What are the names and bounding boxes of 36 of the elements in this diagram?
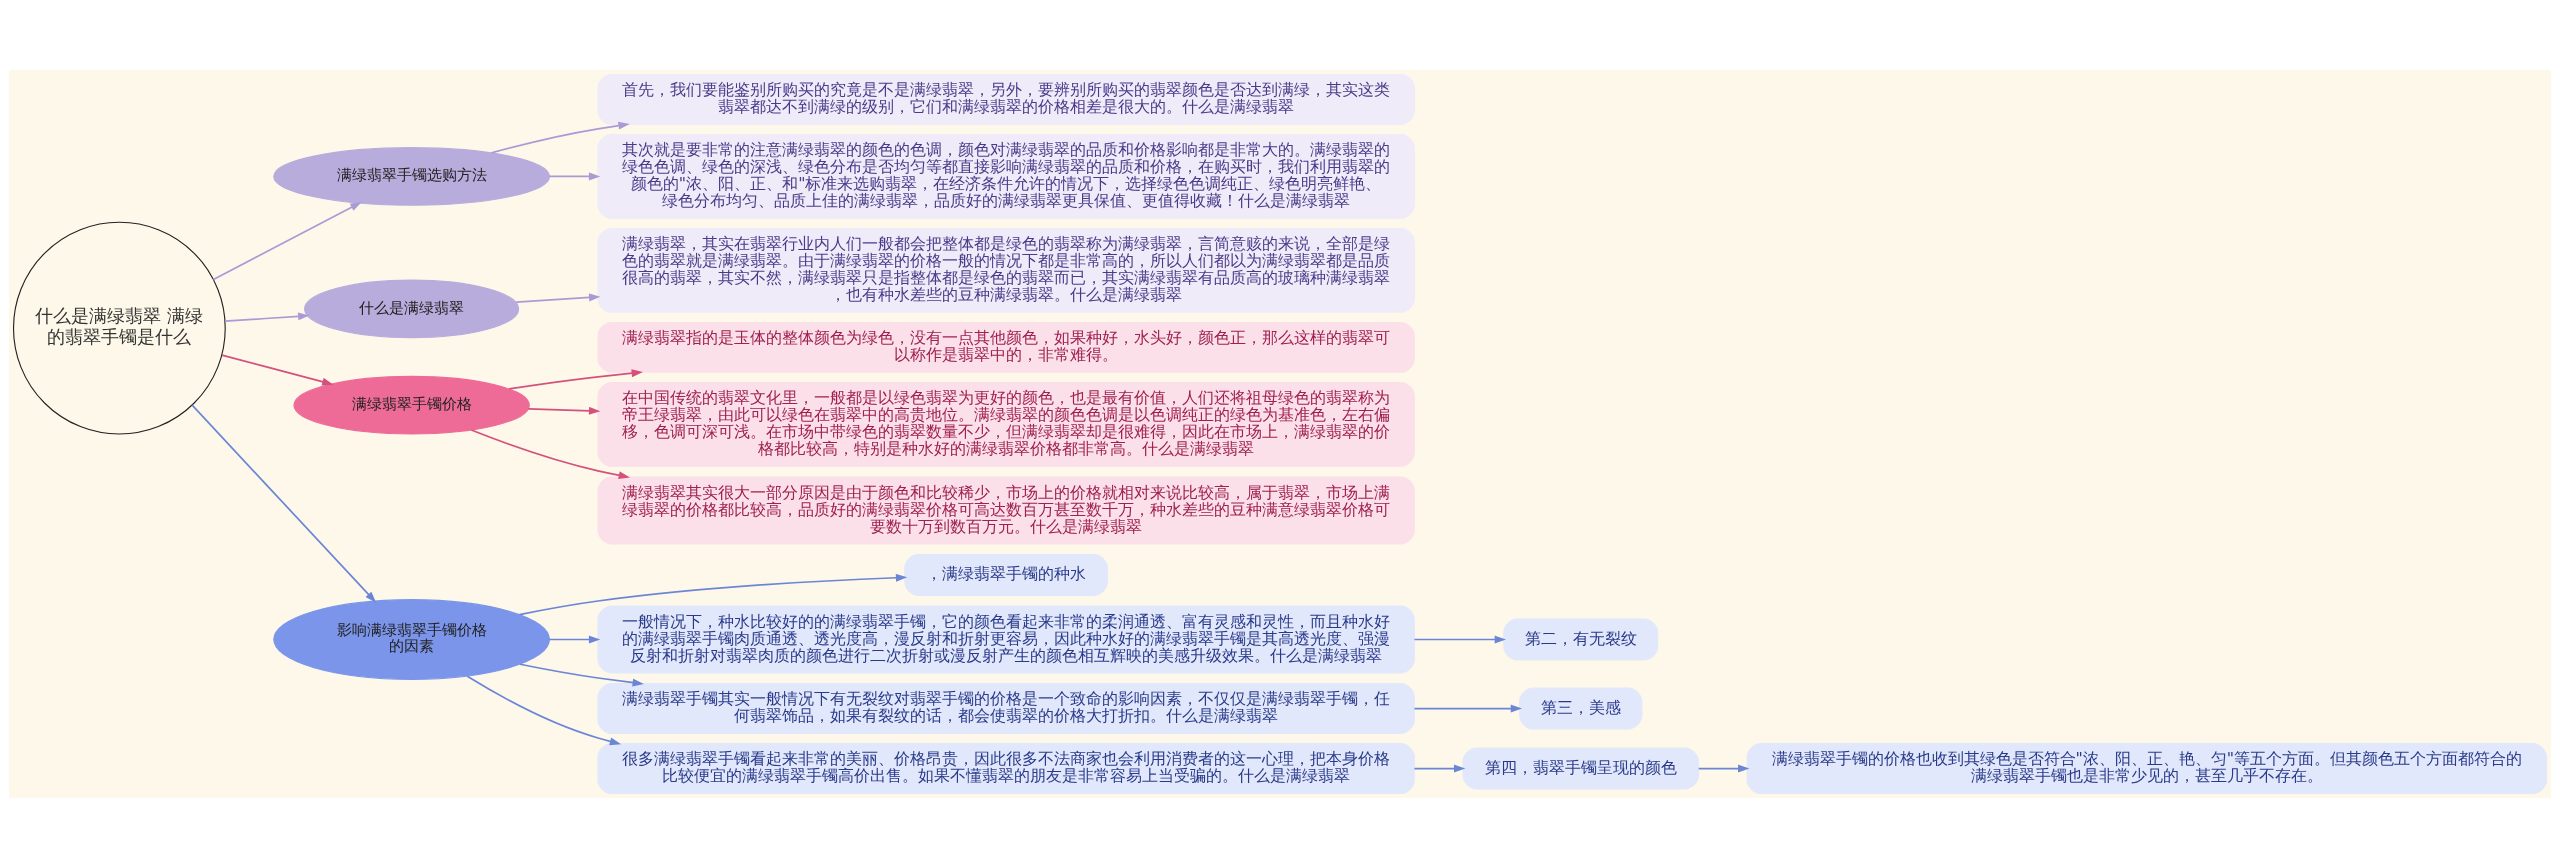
node-box: 满绿翡翠指的是玉体的整体颜色为绿色，没有一点其他颜色，如果种好，水头好，颜色正，那么这样的翡翠可以称作是翡翠中的，非常难得。 [597,321,1415,373]
node-box: 很多满绿翡翠手镯看起来非常的美丽、价格昂贵，因此很多不法商家也会利用消费者的这一心理，把本身价格比较便宜的满绿翡翠手镯高价出售。如果不懂翡翠的朋友是非常容易上当受骗的。什么是满绿翡翠 [597,742,1415,794]
arrow [221,353,334,386]
node-box: 第二，有无裂纹 [1503,618,1659,660]
arrow [191,403,377,603]
arrow [548,171,601,180]
node-box: 其次就是要非常的注意满绿翡翠的颜色的色调，颜色对满绿翡翠的品质和价格影响都是非常大的。满绿翡翠的绿色色调、绿色的深浅、绿色分布是否均匀等都直接影响满绿翡翠的品质和价格，在购买时，我们利用翡翠的颜色的"浓、阳、正、和"标准来选购翡翠，在经济条件允许的情况下，选择绿色色调纯正、绿色明亮鲜艳、绿色分布均匀、品质上佳的满绿翡翠，品质好的满绿翡翠更具保值、更值得收藏！什么是满绿翡翠 [597,133,1415,219]
arrow [515,292,601,303]
arrow [466,674,622,745]
arrow [212,201,362,280]
arrow [527,406,601,415]
node-box: ，满绿翡翠手镯的种水 [904,553,1109,596]
node-box: 满绿翡翠，其实在翡翠行业内人们一般都会把整体都是绿色的翡翠称为满绿翡翠，言简意赅的来说，全部是绿色的翡翠就是满绿翡翠。由于满绿翡翠的价格一般的情况下都是非常高的，所以人们都以为满绿翡翠都是品质很高的翡翠，其实不然，满绿翡翠只是指整体都是绿色的翡翠而已，其实满绿翡翠有品质高的玻璃种满绿翡翠，也有种水差些的豆种满绿翡翠。什么是满绿翡翠 [597,227,1415,313]
node-circle: 什么是满绿翡翠 满绿的翡翠手镯是什么 [12,221,226,435]
node-box: 满绿翡翠手镯的价格也收到其绿色是否符合"浓、阳、正、艳、匀"等五个方面。但其颜色五个方面都符合的满绿翡翠手镯也是非常少见的，甚至几乎不存在。 [1746,742,2548,794]
arrow [224,311,310,322]
arrow [1413,764,1466,773]
node-box: 第四，翡翠手镯呈现的颜色 [1462,747,1700,789]
node-ellipse: 影响满绿翡翠手镯价格的因素 [273,598,550,680]
arrow [508,368,643,390]
arrow [548,635,601,643]
node-box: 满绿翡翠其实很大一部分原因是由于颜色和比较稀少，市场上的价格就相对来说比较高，属于翡翠，市场上满绿翡翠的价格都比较高，品质好的满绿翡翠价格可高达数百万甚至数千万，种水差些的豆种满意绿翡翠价格可要数十万到数百万元。什么是满绿翡翠 [597,475,1415,544]
node-box: 第三，美感 [1519,687,1643,729]
node-box: 一般情况下，种水比较好的的满绿翡翠手镯，它的颜色看起来非常的柔润通透、富有灵感和灵性，而且种水好的满绿翡翠手镯肉质通透、透光度高，漫反射和折射更容易，因此种水好的满绿翡翠手镯是其高透光度、强漫反射和折射对翡翠肉质的颜色进行二次折射或漫反射产生的颜色相互辉映的美感升级效果。什么是满绿翡翠 [597,605,1415,673]
arrow [1413,635,1506,643]
node-box: 首先，我们要能鉴别所购买的究竟是不是满绿翡翠，另外，要辨别所购买的翡翠颜色是否达到满绿，其实这类翡翠都达不到满绿的级别，它们和满绿翡翠的价格相差是很大的。什么是满绿翡翠 [597,73,1415,125]
arrow [519,662,644,686]
node-ellipse: 满绿翡翠手镯选购方法 [273,146,550,206]
node-box: 满绿翡翠手镯其实一般情况下有无裂纹对翡翠手镯的价格是一个致命的影响因素，不仅仅是满绿翡翠手镯，任何翡翠饰品，如果有裂纹的话，都会使翡翠的价格大打折扣。什么是满绿翡翠 [597,682,1415,734]
arrow [490,121,630,154]
node-box: 在中国传统的翡翠文化里，一般都是以绿色翡翠为更好的颜色，也是最有价值，人们还将祖母绿色的翡翠称为帝王绿翡翠，由此可以绿色在翡翠中的高贵地位。满绿翡翠的颜色色调是以色调纯正的绿色为基准色，左右偏移，色调可深可浅。在市场中带绿色的翡翠数量不少，但满绿翡翠却是很难得，因此在市场上，满绿翡翠的价格都比较高，特别是种水好的满绿翡翠价格都非常高。什么是满绿翡翠 [597,381,1415,467]
arrow [518,573,908,615]
node-ellipse: 什么是满绿翡翠 [304,279,520,338]
arrow [1413,704,1523,713]
arrow [470,428,631,479]
arrow [1697,764,1750,773]
